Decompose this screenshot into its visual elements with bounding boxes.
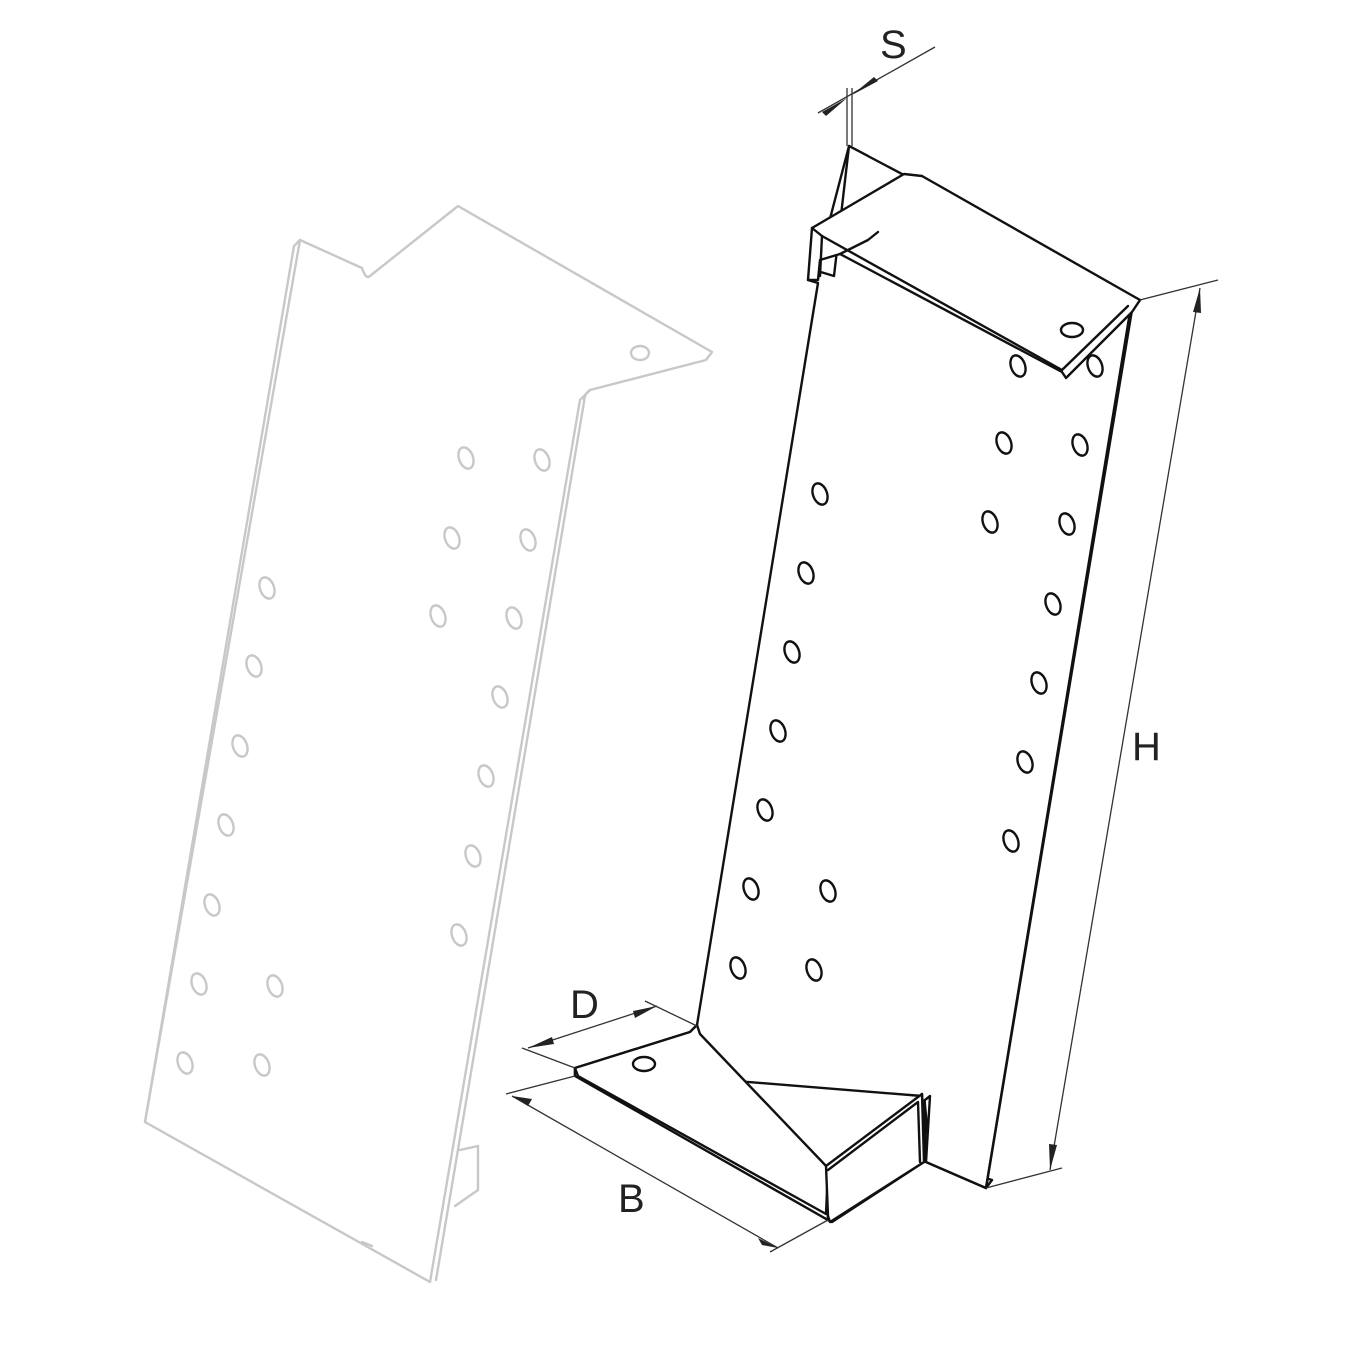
top-flange-inner-edge (810, 226, 1130, 372)
ghost-web-plate (143, 204, 714, 1284)
web-hole-pattern (729, 354, 1104, 982)
dimension-h-label: H (1132, 725, 1161, 769)
bottom-flange-plate (573, 1023, 830, 1216)
dimension-b: B (505, 1075, 829, 1253)
dimension-b-label: B (618, 1177, 645, 1221)
ghost-flange-hole (629, 344, 651, 362)
ghost-bottom-notch (360, 1240, 374, 1248)
top-flange-hole (1059, 321, 1085, 339)
dimension-d-label: D (570, 983, 599, 1027)
bracket-main-view (573, 144, 1142, 1224)
ghost-hole-pattern (176, 446, 551, 1077)
ghost-bottom-tab (453, 1144, 480, 1208)
top-flange-back-edge (838, 230, 880, 256)
bottom-lip-edge (826, 1100, 922, 1172)
bottom-lip (824, 1092, 926, 1224)
dimension-d: D (521, 983, 698, 1069)
ghost-bend-edge (434, 388, 592, 1282)
top-flange-lip-edge (818, 234, 824, 278)
bottom-flange-hole (631, 1055, 657, 1073)
dimension-s: S (817, 23, 936, 146)
ghost-bracket-rear-view (143, 204, 714, 1284)
dimension-h: H (985, 279, 1219, 1189)
dimension-s-label: S (880, 23, 907, 67)
top-flange (806, 172, 1142, 380)
ghost-left-edge-inner (143, 238, 302, 1124)
